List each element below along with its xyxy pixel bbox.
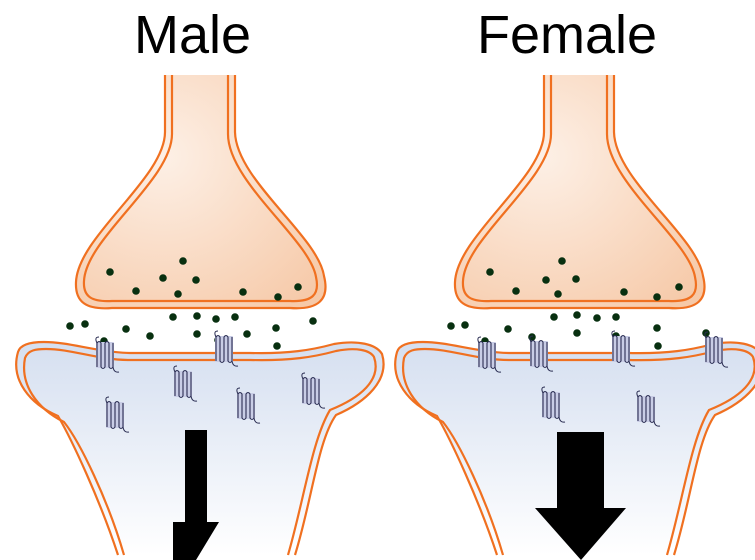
neurotransmitter-dot [231,313,239,321]
neurotransmitter-dot [675,283,683,291]
neurotransmitter-dot [294,283,302,291]
neurotransmitter-dot [550,313,558,321]
neurotransmitter-dot [653,293,661,301]
neurotransmitter-dot [179,257,187,265]
neurotransmitter-dot [447,322,455,330]
neurotransmitter-dot [146,332,154,340]
neurotransmitter-dot [174,290,182,298]
neurotransmitter-dot [106,268,114,276]
neurotransmitter-dot [273,342,281,350]
neurotransmitter-dot [272,324,280,332]
neurotransmitter-dot [193,312,201,320]
neurotransmitter-dot [528,333,536,341]
neurotransmitter-dot [504,325,512,333]
neurotransmitter-dot [620,288,628,296]
neurotransmitter-dot [132,287,140,295]
neurotransmitter-dot [192,276,200,284]
neurotransmitter-dot [486,268,494,276]
neurotransmitter-dot [558,257,566,265]
neurotransmitter-dot [593,314,601,322]
neurotransmitter-dot [573,329,581,337]
neurotransmitter-dot [542,276,550,284]
neurotransmitter-dot [309,317,317,325]
neurotransmitter-dot [512,287,520,295]
neurotransmitter-dot [159,274,167,282]
neurotransmitter-dot [573,311,581,319]
neurotransmitter-dot [572,275,580,283]
neurotransmitter-dot [554,290,562,298]
neurotransmitter-dot [702,329,710,337]
neurotransmitter-dot [654,342,662,350]
neurotransmitter-dot [66,322,74,330]
neurotransmitter-dot [122,325,130,333]
neurotransmitter-dot [239,288,247,296]
neurotransmitter-dot [212,315,220,323]
neurotransmitter-dot [653,324,661,332]
neurotransmitter-dot [461,321,469,329]
neurotransmitter-dot [612,313,620,321]
female-synapse [395,75,755,560]
neurotransmitter-dot [81,320,89,328]
neurotransmitter-dot [274,293,282,301]
neurotransmitter-dot [243,330,251,338]
neurotransmitter-dot [193,330,201,338]
neurotransmitter-dot [169,313,177,321]
male-synapse [16,75,383,560]
